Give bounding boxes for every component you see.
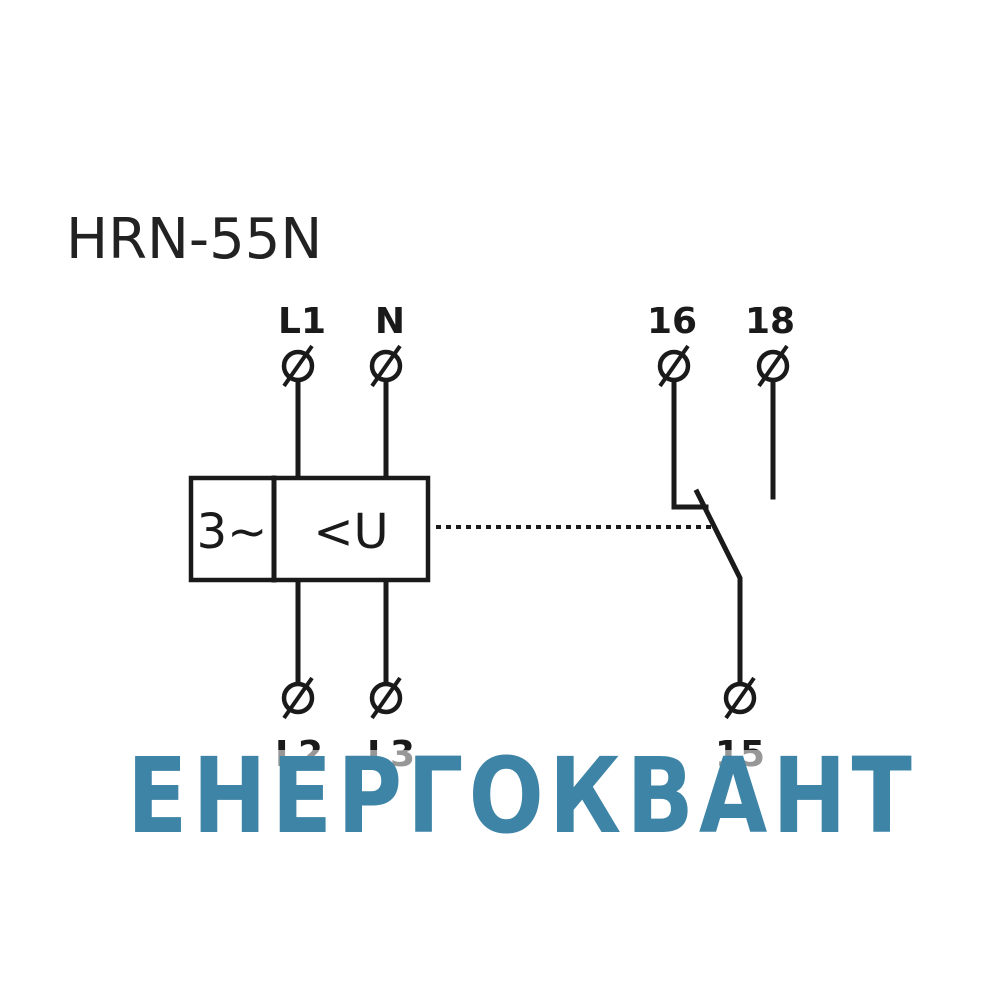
relay-device-box	[188, 475, 431, 583]
terminal-l2-icon	[281, 676, 315, 720]
model-title: HRN-55N	[66, 207, 322, 272]
terminal-l3-icon	[369, 676, 403, 720]
terminal-n-icon	[369, 344, 403, 388]
terminal-16-icon	[657, 344, 691, 388]
phase-label: 3~	[197, 504, 268, 560]
contact-15-switch-arm	[693, 488, 743, 687]
function-label: <U	[313, 504, 388, 560]
terminal-l1-icon	[281, 344, 315, 388]
watermark-band	[30, 750, 970, 850]
terminal-label-16: 16	[647, 301, 697, 342]
watermark-logo-text: ЕНЕРГОКВАНТ	[127, 735, 917, 857]
terminal-label-18: 18	[745, 301, 795, 342]
terminal-15-icon	[723, 676, 757, 720]
contact-16-wire	[671, 377, 709, 510]
terminal-18-icon	[756, 344, 790, 388]
terminal-label-l1: L1	[278, 301, 326, 342]
terminal-label-n: N	[375, 301, 405, 342]
